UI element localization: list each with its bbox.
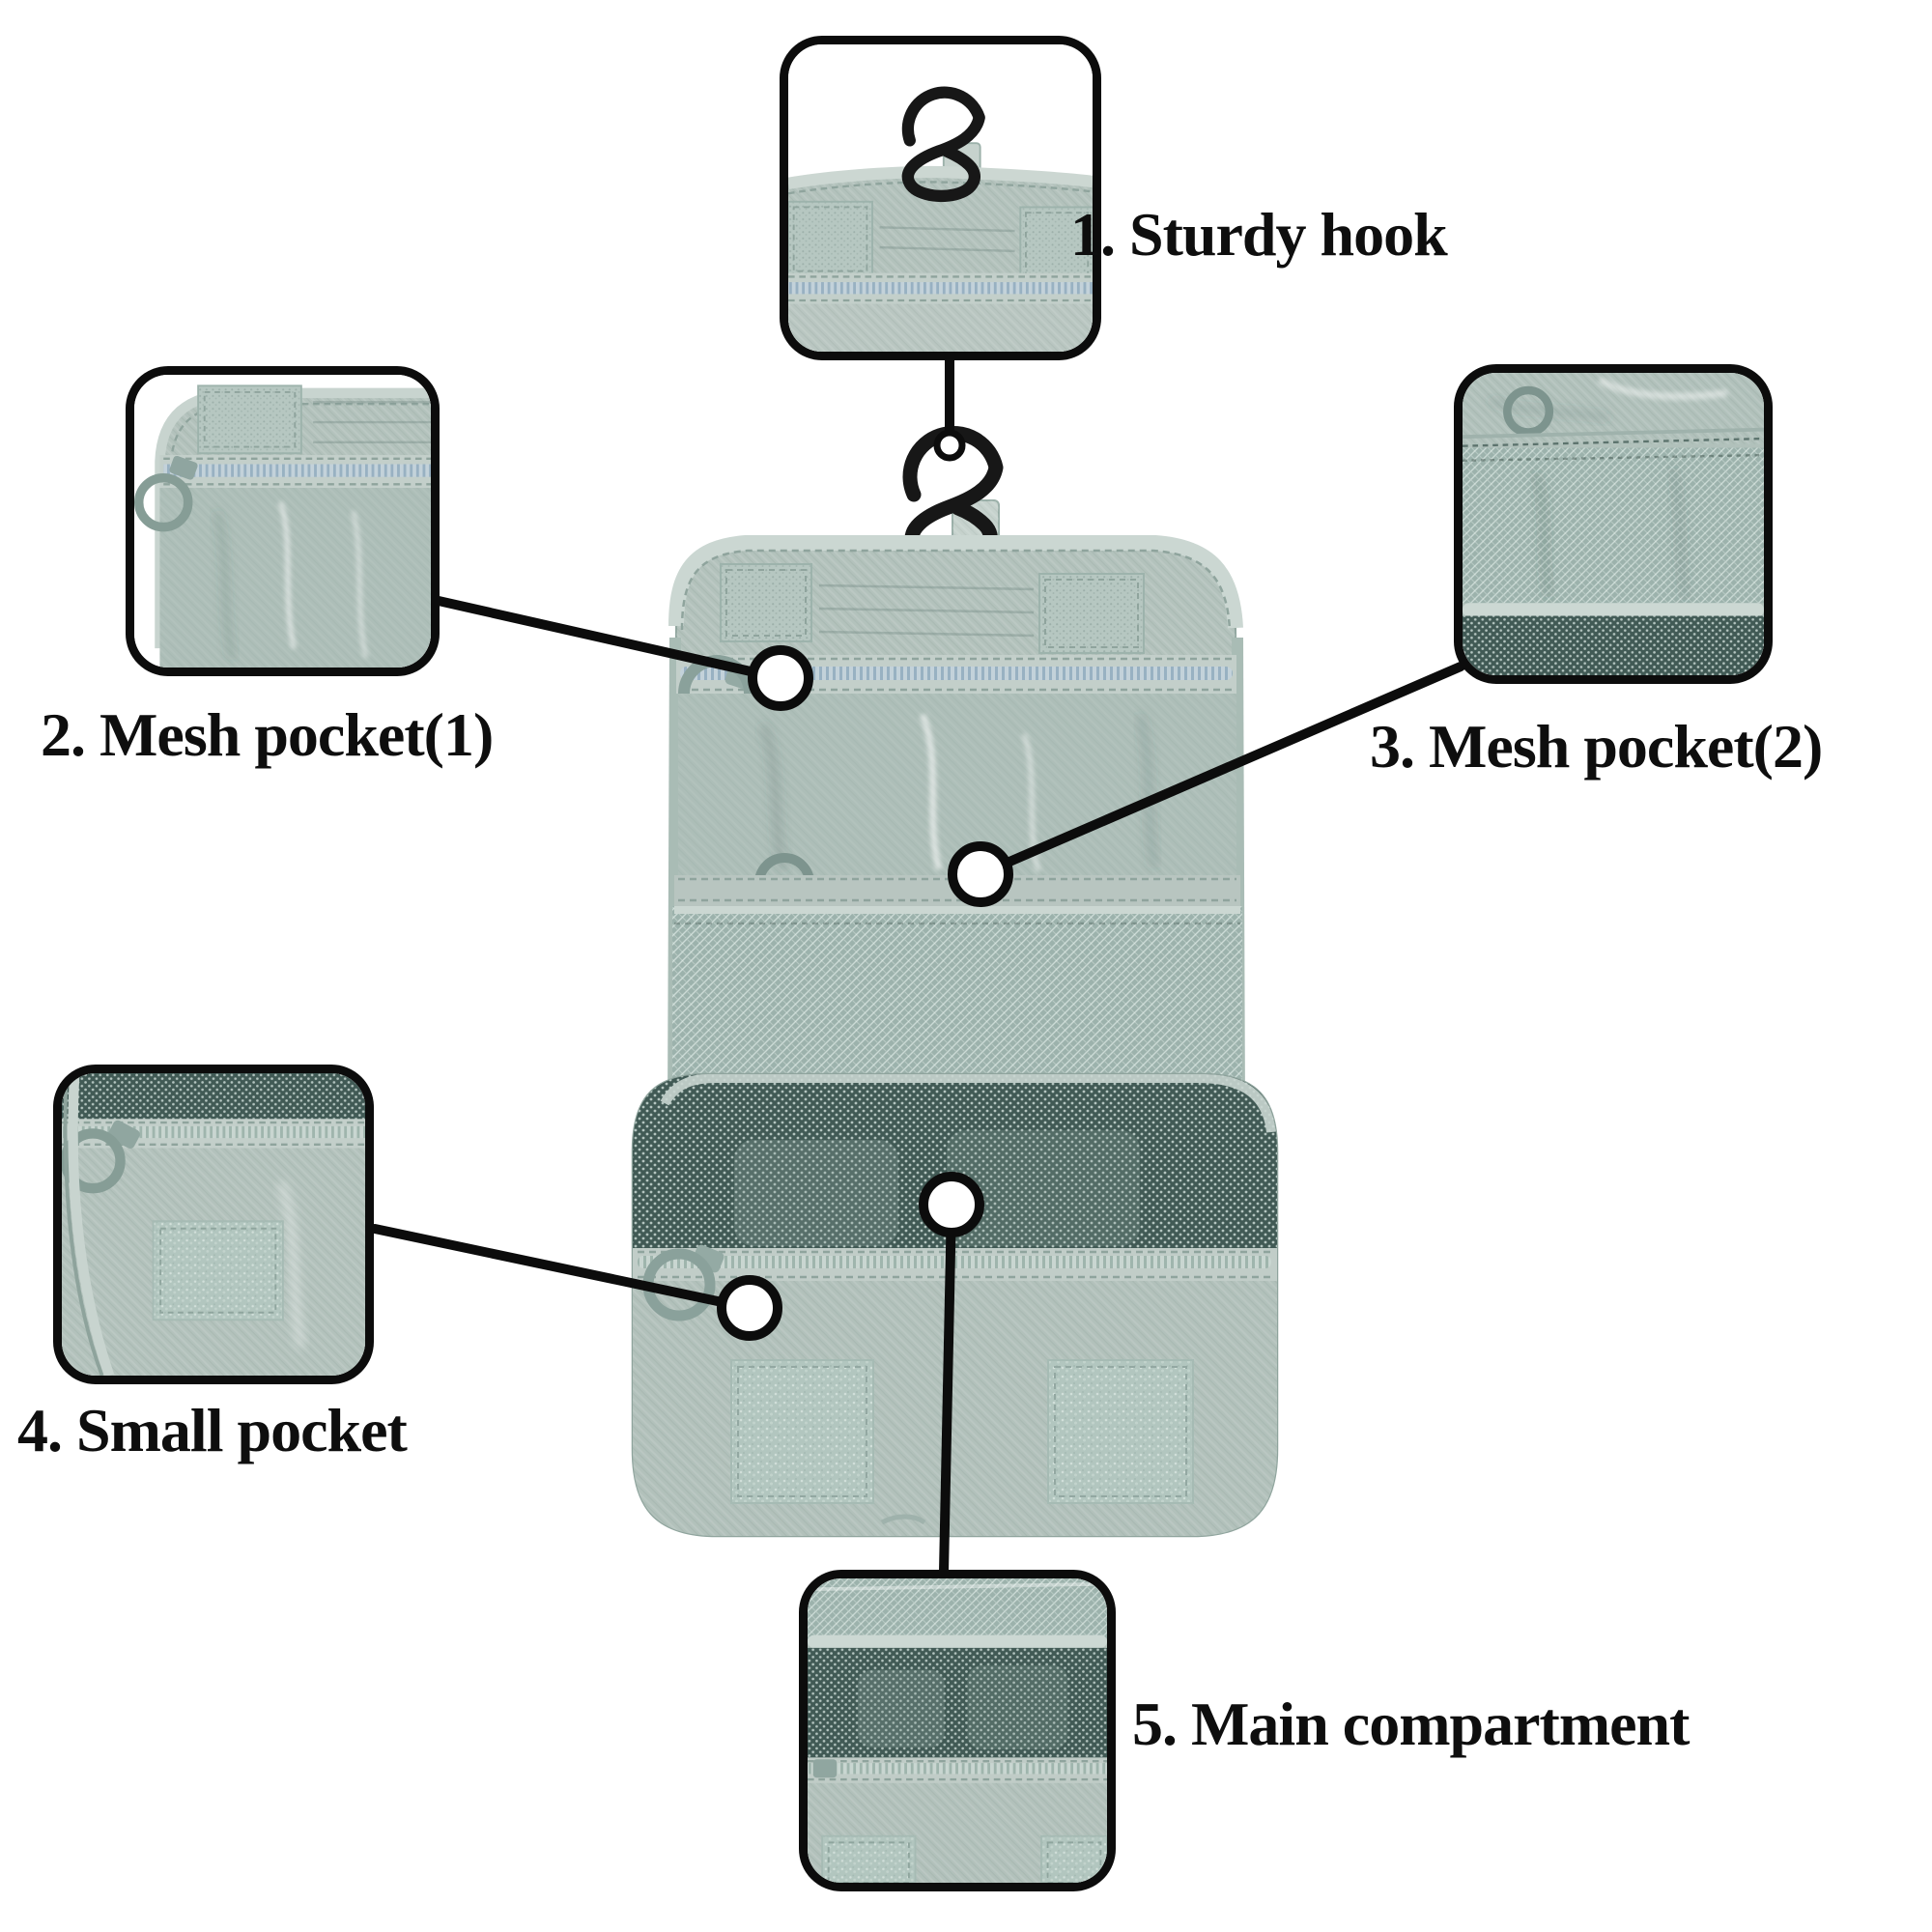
detail-box-sturdy-hook (780, 36, 1101, 360)
callout-point-5 (919, 1172, 984, 1237)
callout-label-small-pocket: 4. Small pocket (17, 1396, 408, 1464)
callout-line-3 (976, 662, 1465, 879)
callout-line-5 (939, 1200, 956, 1577)
clear-pocket (678, 694, 1236, 877)
detail-box-main-compartment (799, 1570, 1116, 1891)
callout-point-3 (948, 841, 1013, 907)
callout-point-2 (748, 645, 813, 711)
velcro-patch-left (730, 1359, 874, 1504)
detail-box-mesh-pocket-1 (126, 366, 440, 676)
callout-line-2 (434, 596, 785, 683)
detail-ring-pull-icon (134, 455, 198, 532)
callout-label-mesh-pocket-1: 2. Mesh pocket(1) (41, 700, 494, 769)
hook-detail-icon (901, 86, 985, 203)
velcro-strip-left (720, 563, 812, 642)
callout-label-main-compartment: 5. Main compartment (1132, 1690, 1690, 1758)
velcro-strip-right (1038, 573, 1145, 654)
velcro-patch-right (1047, 1359, 1194, 1504)
callout-label-mesh-pocket-2: 3. Mesh pocket(2) (1370, 712, 1823, 781)
bag-upper-panel (668, 535, 1245, 1112)
callout-label-sturdy-hook: 1. Sturdy hook (1070, 200, 1448, 269)
callout-point-1 (933, 429, 966, 462)
callout-line-4 (370, 1224, 754, 1313)
detail-box-mesh-pocket-2 (1454, 364, 1773, 684)
callout-point-4 (717, 1275, 782, 1341)
detail-zipper-slider-icon (812, 1759, 838, 1778)
detail-ring-icon (1503, 385, 1554, 437)
detail-box-small-pocket (53, 1065, 374, 1384)
